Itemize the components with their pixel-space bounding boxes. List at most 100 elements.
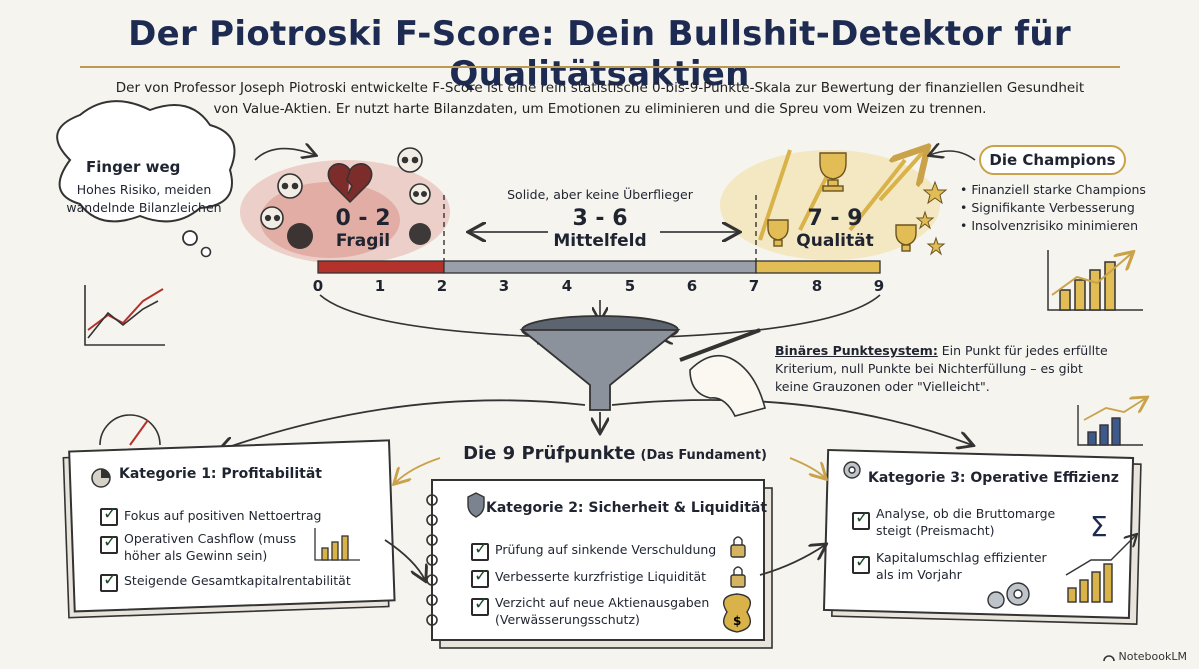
category-3-item-2-line-1: Kapitalumschlag effizienter bbox=[876, 550, 1047, 565]
category-1-item-2-line-1: Operativen Cashflow (muss bbox=[124, 531, 297, 546]
zone-quality-range: 7 - 9 bbox=[807, 206, 863, 231]
category-2-item-3-line-2: (Verwässerungsschutz) bbox=[495, 612, 640, 627]
trophy-icon bbox=[767, 152, 917, 252]
criteria-heading-main: Die 9 Prüfpunkte bbox=[463, 443, 636, 464]
notebooklm-brand: NotebookLM bbox=[1118, 650, 1187, 663]
zone-mid-label: Mittelfeld bbox=[553, 231, 647, 251]
champions-item-3-text: Insolvenzrisiko minimieren bbox=[971, 218, 1139, 233]
checkbox-icon bbox=[100, 570, 118, 592]
broken-heart-icon bbox=[327, 163, 373, 204]
checkbox-icon bbox=[852, 508, 870, 530]
lock-icon bbox=[730, 536, 746, 588]
binary-note-line-2: Kriterium, null Punkte bei Nichterfüllun… bbox=[775, 361, 1083, 376]
zone-mid-range: 3 - 6 bbox=[572, 206, 628, 231]
criteria-heading: Die 9 Prüfpunkte (Das Fundament) bbox=[450, 443, 780, 464]
warning-bubble-line-2: wandelnde Bilanzleichen bbox=[66, 200, 222, 215]
scale-tick-1: 1 bbox=[374, 277, 386, 295]
star-icon bbox=[915, 180, 948, 256]
checkbox-icon bbox=[852, 552, 870, 574]
category-3-title: Kategorie 3: Operative Effizienz bbox=[868, 470, 1119, 486]
title-divider bbox=[80, 66, 1120, 68]
champions-item-2: • Signifikante Verbesserung bbox=[960, 200, 1135, 215]
category-1-card-shape bbox=[62, 439, 396, 619]
svg-text:$: $ bbox=[733, 614, 741, 628]
category-3-item-1-line-1: Analyse, ob die Bruttomarge bbox=[876, 506, 1056, 521]
category-3-item-1: Analyse, ob die Bruttomarge steigt (Prei… bbox=[876, 505, 1055, 539]
hand-pen-icon bbox=[679, 328, 766, 417]
scale-tick-6: 6 bbox=[686, 277, 698, 295]
category-3-item-2: Kapitalumschlag effizienter als im Vorja… bbox=[876, 549, 1047, 583]
scale-tick-3: 3 bbox=[498, 277, 510, 295]
champions-item-2-text: Signifikante Verbesserung bbox=[971, 200, 1135, 215]
mini-bar-chart-icon bbox=[314, 528, 360, 561]
warning-bubble-text: Hohes Risiko, meiden wandelnde Bilanzlei… bbox=[64, 181, 224, 217]
champions-item-1: • Finanziell starke Champions bbox=[960, 182, 1146, 197]
category-1-item-3: Steigende Gesamtkapitalrentabilität bbox=[124, 573, 351, 588]
binary-note-line-1: Binäres Punktesystem: Ein Punkt für jede… bbox=[775, 342, 1115, 360]
notebooklm-logo-icon bbox=[1103, 655, 1115, 662]
growth-chart-icon bbox=[1065, 535, 1136, 603]
warning-bubble-title: Finger weg bbox=[86, 158, 181, 176]
category-1-item-2: Operativen Cashflow (muss höher als Gewi… bbox=[124, 530, 296, 564]
category-1-item-1: Fokus auf positiven Nettoertrag bbox=[124, 508, 322, 523]
zone-mid: 3 - 6 Mittelfeld bbox=[540, 206, 660, 251]
criteria-heading-sub: (Das Fundament) bbox=[640, 448, 767, 463]
category-2-item-3-line-1: Verzicht auf neue Aktienausgaben bbox=[495, 595, 710, 610]
binary-note-label: Binäres Punktesystem: bbox=[775, 343, 938, 358]
skull-icon bbox=[260, 147, 431, 230]
bar-chart-icon-right bbox=[1047, 250, 1143, 311]
champions-list: • Finanziell starke Champions • Signifik… bbox=[960, 181, 1160, 235]
mid-zone-note: Solide, aber keine Überflieger bbox=[507, 187, 693, 202]
category-3-item-2-line-2: als im Vorjahr bbox=[876, 567, 962, 582]
warning-bubble-shape bbox=[56, 100, 236, 223]
line-chart-icon-left bbox=[84, 285, 165, 346]
scale-tick-7: 7 bbox=[748, 277, 760, 295]
checkbox-icon bbox=[471, 594, 489, 616]
money-bag-icon: $ bbox=[723, 593, 751, 633]
scale-tick-4: 4 bbox=[561, 277, 573, 295]
sigma-icon: Σ bbox=[1090, 510, 1108, 543]
binary-system-note: Binäres Punktesystem: Ein Punkt für jede… bbox=[775, 342, 1115, 396]
champions-item-3: • Insolvenzrisiko minimieren bbox=[960, 218, 1139, 233]
champions-title: Die Champions bbox=[989, 151, 1116, 169]
intro-line-2: von Value-Aktien. Er nutzt harte Bilanzd… bbox=[213, 101, 987, 117]
zone-quality: 7 - 9 Qualität bbox=[790, 206, 880, 251]
intro-text: Der von Professor Joseph Piotroski entwi… bbox=[70, 78, 1130, 120]
binary-note-text-1: Ein Punkt für jedes erfüllte bbox=[937, 343, 1108, 358]
checkbox-icon bbox=[471, 566, 489, 588]
category-3-card-shape bbox=[822, 448, 1142, 625]
zone-quality-label: Qualität bbox=[796, 231, 874, 251]
checkbox-icon bbox=[100, 532, 118, 554]
scale-tick-2: 2 bbox=[436, 277, 448, 295]
zone-fragile: 0 - 2 Fragil bbox=[318, 206, 408, 251]
page-title: Der Piotroski F-Score: Dein Bullshit-Det… bbox=[128, 14, 1071, 94]
scale-tick-9: 9 bbox=[873, 277, 885, 295]
category-2-card-shape bbox=[426, 479, 773, 649]
category-2-item-1: Prüfung auf sinkende Verschuldung bbox=[495, 542, 717, 557]
zone-fragile-label: Fragil bbox=[335, 231, 391, 251]
binary-note-line-3: keine Grauzonen oder "Vielleicht". bbox=[775, 379, 990, 394]
score-scale-bar bbox=[317, 195, 881, 274]
checkbox-icon bbox=[471, 539, 489, 561]
scale-tick-0: 0 bbox=[312, 277, 324, 295]
gauge-icon bbox=[99, 414, 161, 446]
zone-fragile-range: 0 - 2 bbox=[335, 206, 391, 231]
scale-tick-5: 5 bbox=[624, 277, 636, 295]
funnel-icon bbox=[519, 315, 681, 411]
category-2-title: Kategorie 2: Sicherheit & Liquidität bbox=[486, 500, 768, 516]
scale-tick-8: 8 bbox=[811, 277, 823, 295]
shield-icon bbox=[467, 492, 485, 518]
champions-item-1-text: Finanziell starke Champions bbox=[971, 182, 1146, 197]
category-1-item-2-line-2: höher als Gewinn sein) bbox=[124, 548, 268, 563]
category-3-item-1-line-2: steigt (Preismacht) bbox=[876, 523, 995, 538]
intro-line-1: Der von Professor Joseph Piotroski entwi… bbox=[115, 80, 1085, 96]
gear-icon bbox=[843, 461, 1030, 609]
category-1-title: Kategorie 1: Profitabilität bbox=[119, 466, 322, 482]
warning-bubble-line-1: Hohes Risiko, meiden bbox=[76, 182, 212, 197]
checkbox-icon bbox=[100, 504, 118, 526]
bar-chart-icon-small bbox=[1077, 398, 1146, 446]
category-2-item-2: Verbesserte kurzfristige Liquidität bbox=[495, 569, 707, 584]
pie-chart-icon bbox=[91, 468, 111, 488]
champions-pill bbox=[979, 145, 1126, 175]
